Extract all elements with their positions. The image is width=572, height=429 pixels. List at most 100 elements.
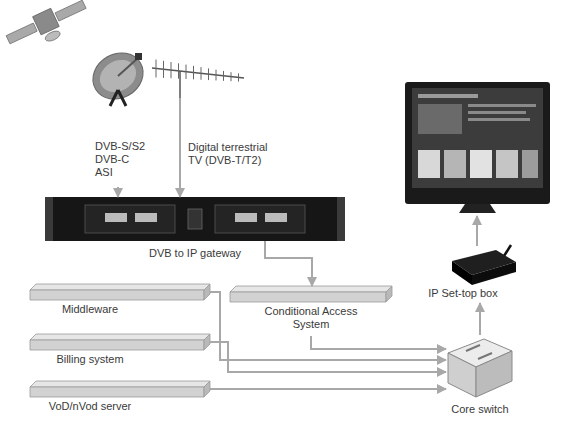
dish-lnb: [135, 53, 142, 60]
slab-front: [230, 292, 386, 302]
node-label: Digital terrestrial TV (DVB-T/T2): [188, 141, 273, 167]
slab-top: [230, 286, 392, 292]
rack-port: [135, 213, 157, 222]
connector-line: [479, 303, 481, 335]
server-slab: Middleware: [30, 284, 210, 300]
antenna-element: [186, 65, 187, 79]
tv-illustration: [405, 82, 550, 213]
antenna-element: [223, 71, 224, 81]
switch-front: [448, 353, 476, 397]
dish-leg: [110, 90, 118, 106]
tv-thumbnail: [522, 150, 538, 178]
antenna-element: [171, 62, 172, 78]
dish-reflector: [84, 44, 151, 108]
antenna-element: [208, 68, 209, 80]
rack-module: [215, 205, 305, 233]
slab-side: [204, 284, 210, 300]
tv-bezel: [405, 82, 550, 204]
gateway-device: DVB to IP gateway: [45, 197, 345, 241]
node-label: Middleware: [30, 303, 150, 316]
node-label: Conditional Access System: [256, 305, 366, 331]
dish-source-shape: [88, 50, 150, 110]
switch-device-shape: [446, 335, 514, 399]
tv-thumbnail: [418, 104, 462, 134]
slab-side: [386, 286, 392, 302]
switch-arrow: [466, 345, 480, 351]
server-slab-shape: [30, 284, 210, 300]
stb-side: [472, 262, 516, 285]
antenna-element: [238, 73, 239, 81]
tv-screen: [412, 88, 543, 188]
server-slab-shape: [230, 286, 392, 302]
slab-front: [30, 340, 204, 350]
slab-side: [204, 334, 210, 350]
tv-thumbnail: [470, 150, 492, 178]
rack-port: [105, 213, 127, 222]
server-slab: Conditional Access System: [230, 286, 392, 336]
stb-front: [452, 261, 472, 285]
antenna-element: [178, 63, 179, 78]
antenna-element: [156, 60, 157, 78]
stb-antenna: [504, 245, 511, 256]
node-label: DVB-S/S2 DVB-C ASI: [95, 140, 148, 179]
stb-device-shape: [418, 245, 518, 287]
server-slab-shape: [30, 334, 210, 350]
antenna-mast: [179, 71, 181, 98]
dish-source: DVB-S/S2 DVB-C ASI: [88, 50, 150, 187]
tv-thumbnail: [496, 150, 518, 178]
stb-to-tv-arrow: [476, 216, 478, 246]
slab-side: [204, 381, 210, 397]
gateway-device-shape: [45, 197, 345, 241]
rack-module: [85, 205, 175, 233]
node-label: Core switch: [430, 403, 530, 416]
server-slab-shape: [30, 381, 210, 397]
antenna-element: [201, 67, 202, 80]
switch-arrow: [478, 353, 492, 359]
rack-panel: [188, 209, 202, 229]
slab-top: [30, 334, 210, 340]
tv-ui-bar: [418, 94, 478, 98]
tv-stand: [459, 204, 496, 213]
node-label: IP Set-top box: [418, 287, 508, 300]
connector-line: [265, 241, 312, 286]
connector-line: [210, 292, 446, 360]
rack-ear: [45, 197, 53, 241]
satellite-dish: [44, 29, 62, 43]
slab-top: [30, 381, 210, 387]
antenna-element: [163, 61, 164, 78]
connector-line: [210, 388, 446, 390]
slab-front: [30, 290, 204, 300]
antenna-boom: [152, 68, 244, 78]
node-label: VoD/nVod server: [30, 400, 150, 413]
tv-ui-text: [468, 104, 536, 107]
connector-line: [311, 336, 446, 349]
antenna-source: Digital terrestrial TV (DVB-T/T2): [148, 58, 248, 98]
satellite-illustration: [4, 0, 93, 57]
antenna-element: [216, 70, 217, 81]
connector-line: [117, 187, 119, 197]
tv-ui-text: [468, 118, 530, 121]
rack-port: [235, 213, 257, 222]
node-label: DVB to IP gateway: [45, 247, 345, 260]
tv-thumbnail: [418, 150, 440, 178]
switch-side: [476, 351, 512, 397]
antenna-element: [231, 72, 232, 81]
connector-line: [210, 342, 446, 372]
stb-device: IP Set-top box: [418, 245, 518, 303]
solar-panel: [55, 0, 86, 21]
tv-thumbnail: [444, 150, 466, 178]
dish-leg: [118, 90, 126, 106]
switch-device: Core switch: [446, 335, 514, 399]
rack-ear: [337, 197, 345, 241]
server-slab: VoD/nVod server: [30, 381, 210, 397]
slab-top: [30, 284, 210, 290]
solar-panel: [6, 23, 37, 44]
tv-ui-text: [468, 111, 526, 114]
antenna-source-shape: [148, 58, 248, 98]
antenna-element: [193, 66, 194, 80]
dish-feed-arm: [118, 58, 138, 76]
node-label: Billing system: [30, 353, 150, 366]
slab-front: [30, 387, 204, 397]
rack-chassis: [45, 197, 345, 241]
